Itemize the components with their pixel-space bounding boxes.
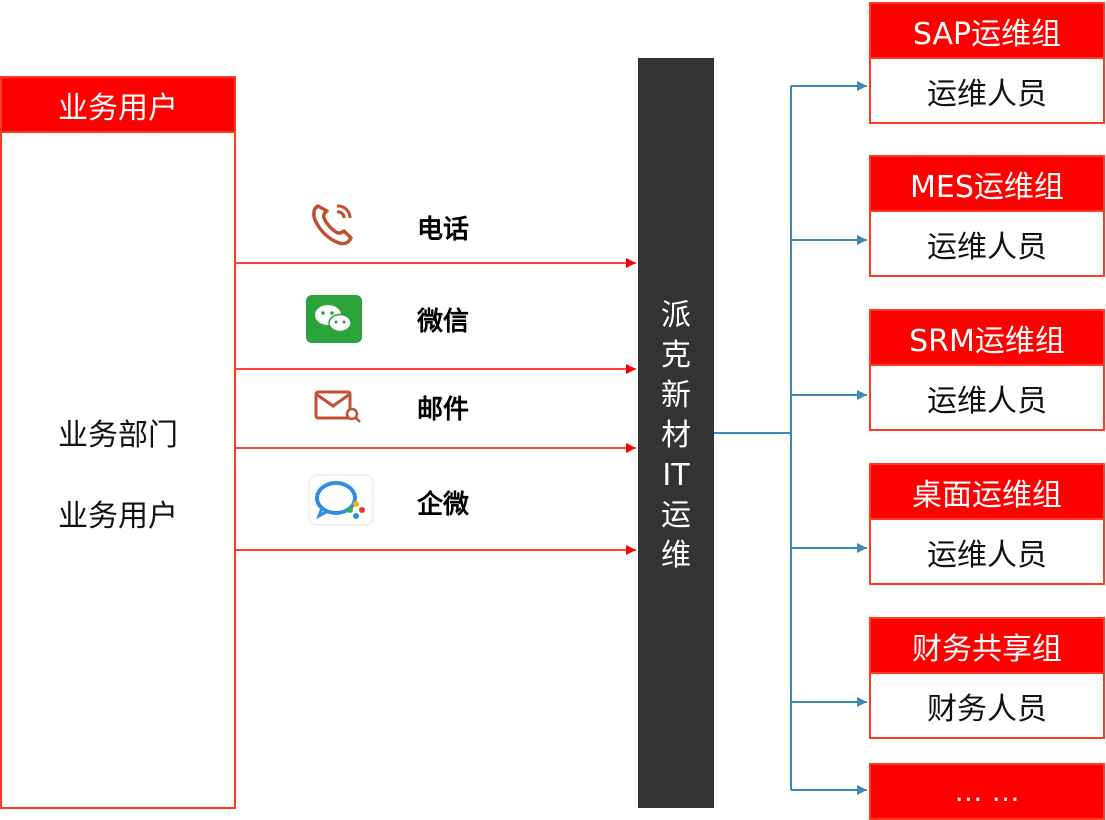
group-box-sap: SAP运维组 运维人员 — [869, 2, 1105, 124]
channel-label-wecom: 企微 — [417, 490, 470, 520]
group-member: 财务人员 — [927, 691, 1047, 727]
group-title: MES运维组 — [871, 157, 1103, 212]
center-char: 维 — [661, 538, 691, 573]
business-user-header: 业务用户 — [2, 78, 234, 133]
mail-icon — [310, 386, 366, 426]
business-user-label: 业务用户 — [58, 499, 178, 534]
center-char: 派 — [661, 298, 691, 333]
wechat-icon — [306, 295, 362, 343]
group-box-mes: MES运维组 运维人员 — [869, 155, 1105, 277]
group-member: 运维人员 — [927, 383, 1047, 419]
more-groups-box: … … — [869, 763, 1105, 820]
it-ops-center-label: 派克新材 IT 运维 — [638, 296, 714, 576]
group-title: 桌面运维组 — [871, 465, 1103, 520]
business-department-label: 业务部门 — [58, 418, 178, 453]
group-member: 运维人员 — [927, 229, 1047, 265]
center-char: 材 — [661, 418, 691, 453]
group-title: 财务共享组 — [871, 619, 1103, 674]
phone-icon — [306, 198, 362, 246]
center-char: 运 — [661, 498, 691, 533]
channel-label-phone: 电话 — [417, 215, 470, 245]
channel-label-mail: 邮件 — [417, 395, 470, 425]
channel-label-wechat: 微信 — [417, 307, 470, 337]
it-ops-center-bar: 派克新材 IT 运维 — [638, 58, 714, 808]
group-box-desktop: 桌面运维组 运维人员 — [869, 463, 1105, 585]
group-member: 运维人员 — [927, 537, 1047, 573]
center-char: IT — [662, 458, 690, 493]
center-char: 克 — [661, 338, 691, 373]
wecom-icon — [308, 474, 374, 526]
business-user-box: 业务用户 业务部门 业务用户 — [0, 76, 236, 809]
group-box-finance: 财务共享组 财务人员 — [869, 617, 1105, 739]
group-title: SRM运维组 — [871, 311, 1103, 366]
group-box-srm: SRM运维组 运维人员 — [869, 309, 1105, 431]
center-char: 新 — [661, 378, 691, 413]
group-title: SAP运维组 — [871, 4, 1103, 59]
group-member: 运维人员 — [927, 76, 1047, 112]
